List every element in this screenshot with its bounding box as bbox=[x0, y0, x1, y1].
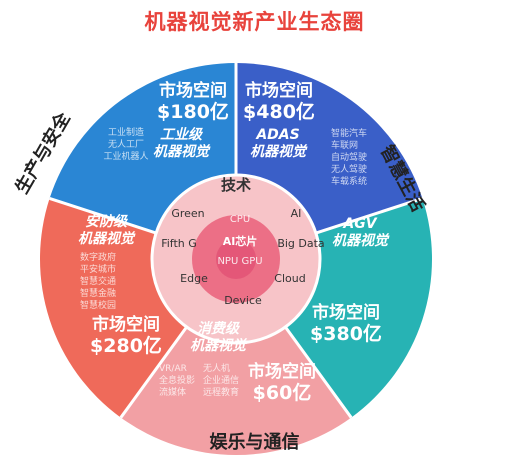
industrial-item: 工业机器人 bbox=[103, 150, 148, 162]
core-center-label: AI芯片 bbox=[223, 234, 258, 248]
security-item: 智慧金融 bbox=[80, 287, 116, 299]
ring-word-green: Green bbox=[171, 207, 204, 220]
adas-item: 智能汽车 bbox=[331, 127, 367, 139]
segment-security bbox=[40, 198, 187, 418]
segment-industrial bbox=[49, 63, 236, 234]
segment-separator bbox=[49, 197, 157, 235]
security-item: 智慧交通 bbox=[80, 275, 116, 287]
industrial-category-line1: 工业级 bbox=[160, 126, 204, 143]
consumer-category-line1: 消费级 bbox=[197, 320, 241, 337]
adas-item: 车联网 bbox=[331, 139, 358, 151]
agv-market-value: $380亿 bbox=[310, 322, 382, 345]
agv-market-label: 市场空间 bbox=[312, 302, 380, 323]
segment-consumer bbox=[120, 326, 352, 455]
ring-word-edge: Edge bbox=[180, 272, 208, 285]
adas-market-value: $480亿 bbox=[243, 100, 315, 123]
consumer-category-line2: 机器视觉 bbox=[190, 337, 248, 354]
ring-word-device: Device bbox=[224, 294, 262, 307]
adas-item: 车载系统 bbox=[331, 175, 367, 187]
security-market-value: $280亿 bbox=[90, 334, 162, 357]
consumer-item: 无人机 bbox=[203, 362, 230, 374]
agv-category-line1: AGV bbox=[342, 216, 377, 232]
ring-heading: 技术 bbox=[221, 176, 251, 194]
adas-market-label: 市场空间 bbox=[245, 80, 313, 101]
security-item: 智慧校园 bbox=[80, 299, 116, 311]
segment-separator bbox=[315, 197, 423, 235]
consumer-item: 流媒体 bbox=[159, 386, 186, 398]
segment-separator bbox=[119, 326, 188, 419]
security-market-label: 市场空间 bbox=[92, 314, 160, 335]
adas-item: 自动驾驶 bbox=[331, 151, 367, 163]
outer-label-bottom: 娱乐与通信 bbox=[209, 432, 300, 453]
diagram-title: 机器视觉新产业生态圈 bbox=[144, 10, 365, 34]
segment-adas bbox=[236, 63, 423, 234]
industrial-market-label: 市场空间 bbox=[159, 80, 227, 101]
consumer-item: 远程教育 bbox=[203, 386, 239, 398]
security-category-line2: 机器视觉 bbox=[78, 230, 136, 247]
security-item: 平安城市 bbox=[80, 263, 116, 275]
segment-separators bbox=[49, 63, 423, 419]
consumer-item: 全息投影 bbox=[159, 374, 195, 386]
security-item: 数字政府 bbox=[80, 251, 116, 263]
consumer-market-value: $60亿 bbox=[253, 381, 312, 404]
security-category-line1: 安防级 bbox=[85, 213, 129, 230]
core-cpu: CPU bbox=[230, 214, 250, 225]
consumer-item: 企业通信 bbox=[203, 374, 239, 386]
ring-word-big-data: Big Data bbox=[277, 237, 324, 250]
consumer-item: VR/AR bbox=[159, 364, 187, 374]
industrial-market-value: $180亿 bbox=[157, 100, 229, 123]
core-center-dot bbox=[216, 239, 256, 279]
industrial-category-line2: 机器视觉 bbox=[153, 143, 211, 160]
agv-category-line2: 机器视觉 bbox=[332, 232, 390, 249]
ring-word-cloud: Cloud bbox=[274, 272, 305, 285]
industrial-item: 工业制造 bbox=[108, 126, 144, 138]
industrial-item: 无人工厂 bbox=[108, 139, 144, 150]
ring-word-fifth-g: Fifth G bbox=[161, 237, 197, 250]
core-npu-gpu: NPU GPU bbox=[217, 256, 262, 267]
ring-word-ai: AI bbox=[291, 207, 302, 220]
segment-agv bbox=[285, 198, 432, 418]
segment-separator bbox=[284, 326, 353, 419]
adas-item: 无人驾驶 bbox=[331, 163, 367, 175]
consumer-market-label: 市场空间 bbox=[248, 361, 316, 382]
adas-category-line2: 机器视觉 bbox=[250, 143, 308, 160]
adas-category-line1: ADAS bbox=[255, 127, 299, 143]
